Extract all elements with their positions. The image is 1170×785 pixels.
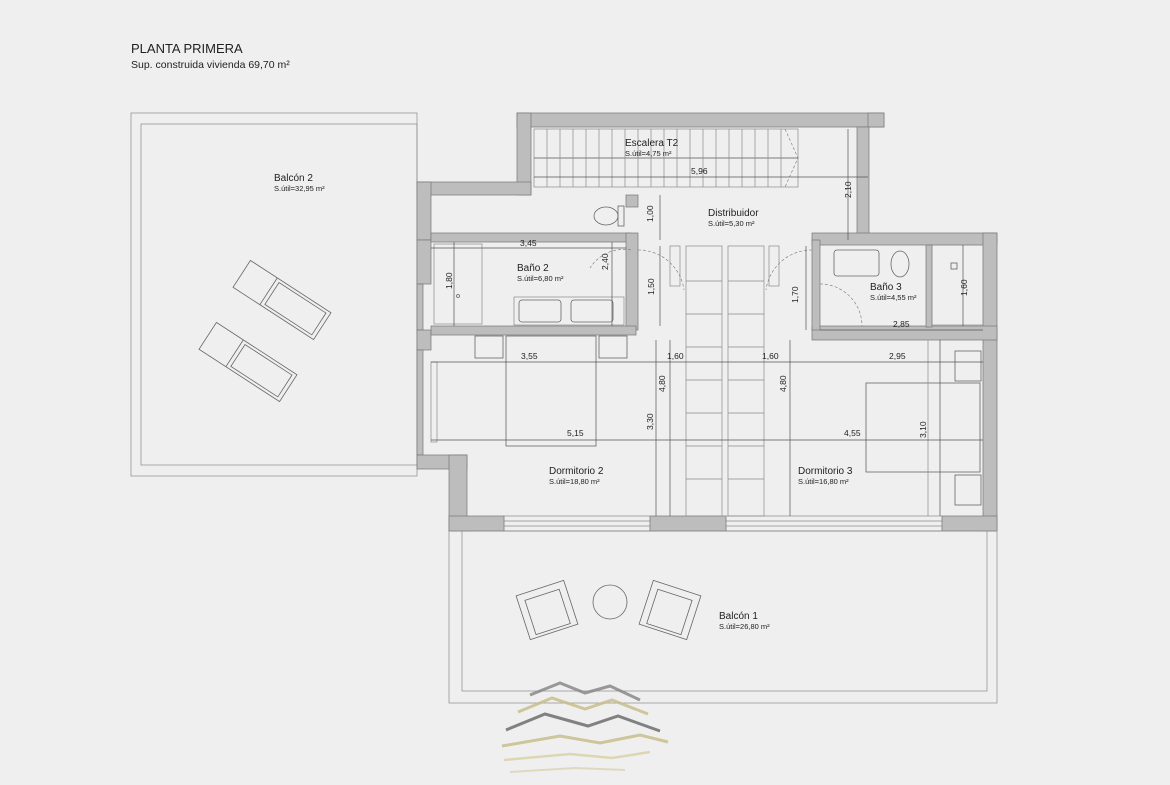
sun-lounger-icon bbox=[198, 321, 298, 403]
escalera-t2: Escalera T2 S.útil=4,75 m² bbox=[533, 128, 799, 188]
nightstand-icon bbox=[954, 350, 982, 382]
balcon-2: Balcón 2 S.útil=32,95 m² bbox=[130, 112, 418, 477]
walls bbox=[416, 112, 998, 532]
room-area: S.útil=6,80 m² bbox=[517, 274, 564, 283]
dim-label: 2,85 bbox=[893, 319, 910, 329]
dim-label: 5,96 bbox=[691, 166, 708, 176]
dimension-labels: 5,96 2,10 1,00 3,45 1,80 2,40 1,50 1,70 … bbox=[444, 166, 969, 438]
room-area: S.útil=18,80 m² bbox=[549, 477, 600, 486]
dim-label: 3,10 bbox=[918, 421, 928, 438]
room-area: S.útil=32,95 m² bbox=[274, 184, 325, 193]
room-name: Baño 2 bbox=[517, 263, 549, 274]
dim-label: 1,50 bbox=[646, 278, 656, 295]
distribuidor: Distribuidor S.útil=5,30 m² bbox=[589, 205, 863, 327]
room-area: S.útil=4,75 m² bbox=[625, 149, 672, 158]
room-name: Distribuidor bbox=[708, 208, 759, 219]
dimension-lines bbox=[431, 129, 983, 516]
dormitorio-3: Dormitorio 3 S.útil=16,80 m² bbox=[798, 340, 982, 516]
stair-void bbox=[685, 245, 765, 517]
balcon-1: Balcón 1 S.útil=26,80 m² bbox=[448, 530, 998, 704]
sink-icon bbox=[570, 299, 614, 323]
door-swing-icon bbox=[589, 249, 632, 269]
dim-label: 3,55 bbox=[521, 351, 538, 361]
dim-label: 2,10 bbox=[843, 181, 853, 198]
dim-label: 1,70 bbox=[790, 286, 800, 303]
dim-label: 4,55 bbox=[844, 428, 861, 438]
dim-label: 1,00 bbox=[645, 205, 655, 222]
nightstand-icon bbox=[474, 335, 504, 359]
room-area: S.útil=4,55 m² bbox=[870, 293, 917, 302]
bed-icon bbox=[505, 335, 597, 447]
sink-icon bbox=[833, 249, 880, 277]
sun-lounger-icon bbox=[232, 259, 332, 341]
room-name: Dormitorio 3 bbox=[798, 466, 853, 477]
armchair-icon bbox=[638, 579, 702, 641]
room-name: Balcón 2 bbox=[274, 173, 313, 184]
bano-3: Baño 3 S.útil=4,55 m² bbox=[833, 244, 984, 326]
plan-subtitle: Sup. construida vivienda 69,70 m² bbox=[131, 59, 290, 71]
armchair-icon bbox=[515, 579, 579, 641]
room-area: S.útil=26,80 m² bbox=[719, 622, 770, 631]
bano-2: Baño 2 S.útil=6,80 m² bbox=[433, 243, 625, 326]
dim-label: 2,40 bbox=[600, 253, 610, 270]
nightstand-icon bbox=[598, 335, 628, 359]
dim-label: 3,30 bbox=[645, 413, 655, 430]
toilet-icon bbox=[593, 206, 619, 226]
toilet-icon bbox=[890, 250, 910, 278]
door-swing-icon bbox=[819, 283, 863, 327]
door-swing-icon bbox=[765, 249, 813, 291]
dim-label: 5,15 bbox=[567, 428, 584, 438]
dim-label: 1,60 bbox=[667, 351, 684, 361]
room-name: Dormitorio 2 bbox=[549, 466, 604, 477]
door-swing-icon bbox=[637, 249, 685, 291]
dim-label: 1,60 bbox=[959, 279, 969, 296]
plan-title: PLANTA PRIMERA bbox=[131, 41, 243, 56]
room-name: Balcón 1 bbox=[719, 611, 758, 622]
room-name: Baño 3 bbox=[870, 282, 902, 293]
side-table-icon bbox=[592, 584, 628, 620]
room-area: S.útil=5,30 m² bbox=[708, 219, 755, 228]
room-area: S.útil=16,80 m² bbox=[798, 477, 849, 486]
sink-icon bbox=[518, 299, 562, 323]
dim-label: 1,60 bbox=[762, 351, 779, 361]
room-name: Escalera T2 bbox=[625, 138, 679, 149]
nightstand-icon bbox=[954, 474, 982, 506]
layered-waves-logo-icon bbox=[501, 681, 669, 773]
dim-label: 4,80 bbox=[657, 375, 667, 392]
bed-icon bbox=[865, 382, 981, 473]
dim-label: 3,45 bbox=[520, 238, 537, 248]
dim-label: 2,95 bbox=[889, 351, 906, 361]
dim-label: 1,80 bbox=[444, 272, 454, 289]
dim-label: 4,80 bbox=[778, 375, 788, 392]
